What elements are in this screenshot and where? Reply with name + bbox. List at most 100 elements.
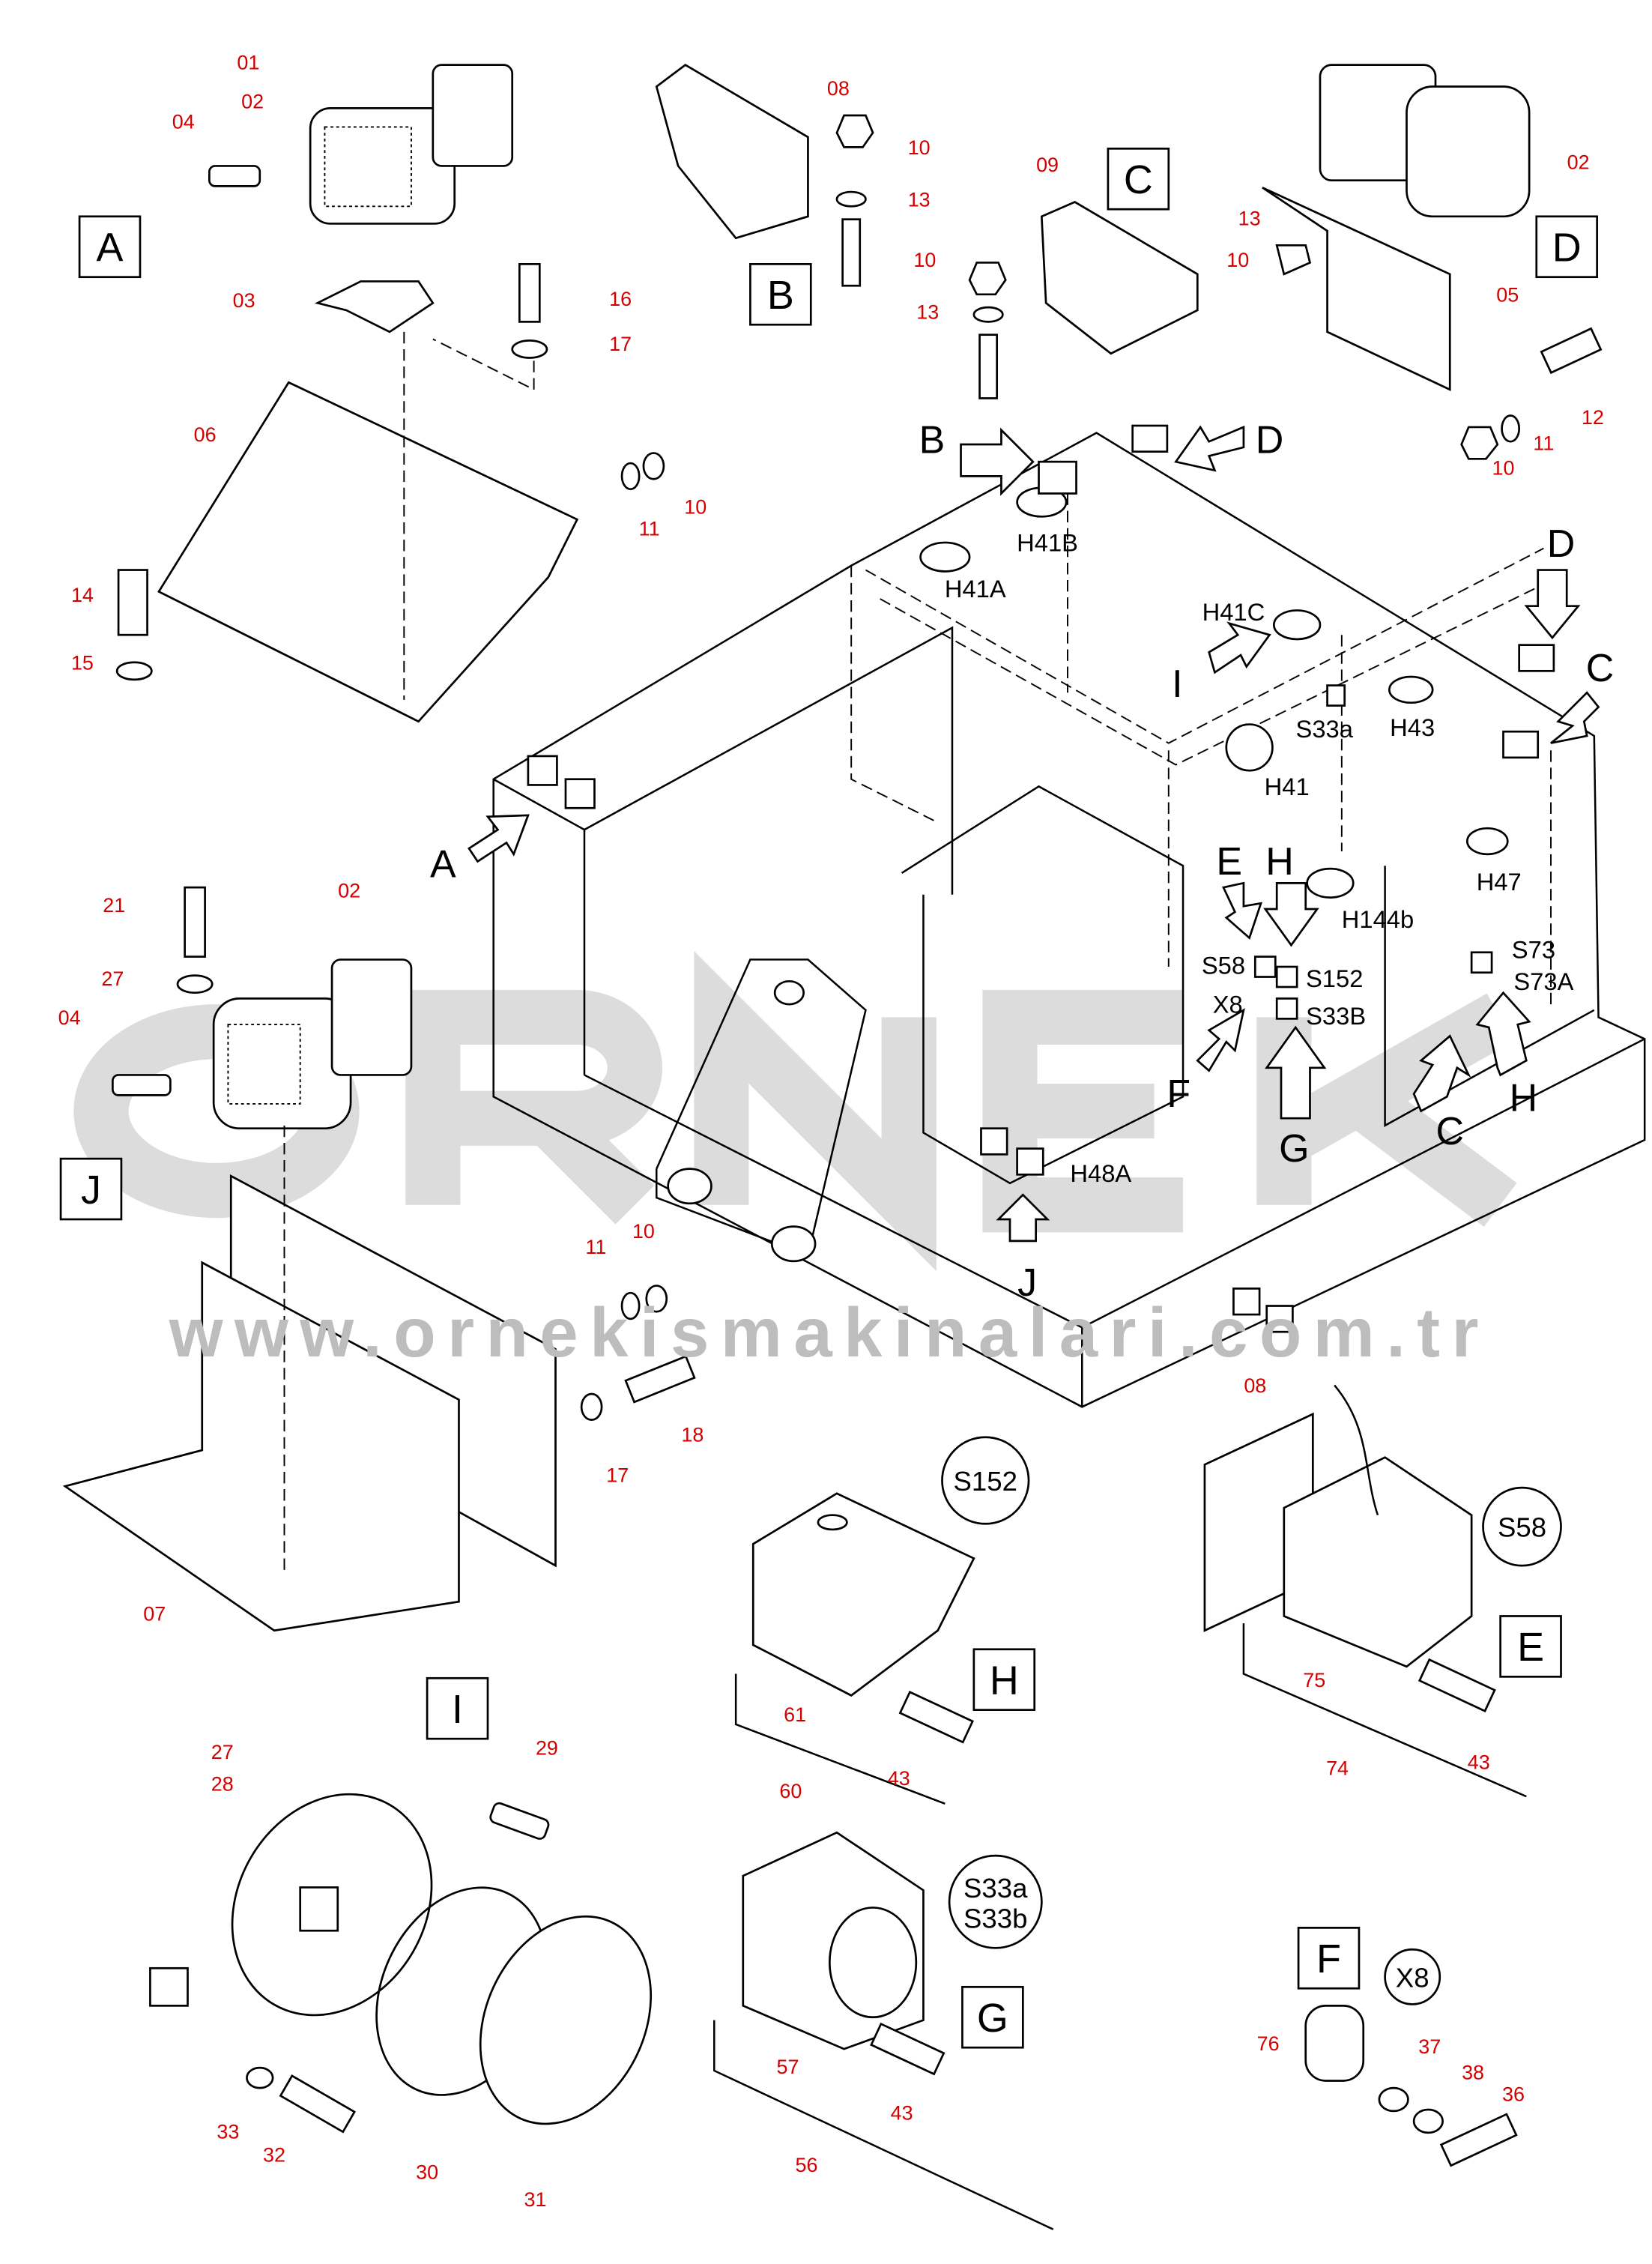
part-numbers-i: 27 28 29 33 32 30 31 bbox=[211, 1736, 558, 2211]
part-number: 43 bbox=[891, 2101, 913, 2124]
part-numbers-f: 76 37 38 36 bbox=[1257, 2032, 1525, 2105]
part-number: 74 bbox=[1326, 1757, 1349, 1779]
part-number: 32 bbox=[263, 2143, 285, 2166]
part-number: 04 bbox=[58, 1006, 81, 1029]
component-label: X8 bbox=[1213, 991, 1243, 1018]
part-number: 57 bbox=[776, 2056, 799, 2078]
component-label: H43 bbox=[1390, 713, 1435, 741]
part-number: 18 bbox=[681, 1424, 704, 1446]
part-number: 31 bbox=[524, 2188, 547, 2211]
part-number: 27 bbox=[101, 968, 124, 990]
main-arrow-letters: B D D C I A E H F G C H J bbox=[430, 419, 1614, 1305]
component-label: S73A bbox=[1513, 968, 1573, 995]
part-numbers-g: 57 43 56 bbox=[776, 2056, 913, 2176]
circle-s33a: S33a bbox=[963, 1873, 1028, 1904]
part-number: 06 bbox=[194, 423, 217, 446]
part-number: 10 bbox=[913, 249, 936, 271]
part-number: 15 bbox=[71, 651, 94, 674]
component-label: H41A bbox=[945, 575, 1006, 603]
main-component-labels: H41B H41A H41C S33a H43 H41 H47 H144b S5… bbox=[945, 529, 1574, 1187]
part-number: 17 bbox=[606, 1464, 629, 1486]
part-number: 30 bbox=[416, 2161, 438, 2183]
component-label: H41C bbox=[1202, 598, 1265, 626]
detail-box-e: E bbox=[1517, 1625, 1544, 1670]
part-number: 13 bbox=[908, 188, 931, 211]
detail-box-d: D bbox=[1552, 226, 1582, 271]
watermark-url: www.ornekismakinalari.com.tr bbox=[169, 1294, 1490, 1371]
part-numbers-h: 61 43 60 bbox=[779, 1703, 910, 1802]
part-number: 11 bbox=[639, 517, 660, 540]
detail-box-g: G bbox=[977, 1996, 1008, 2041]
arrow-label: E bbox=[1216, 840, 1242, 884]
part-number: 12 bbox=[1582, 406, 1604, 429]
circle-x8: X8 bbox=[1396, 1962, 1429, 1993]
detail-letter-boxes: A B C D J I H E G F bbox=[59, 147, 1598, 2049]
part-number: 10 bbox=[908, 136, 931, 159]
detail-b-bracket bbox=[655, 64, 874, 287]
detail-e-switch bbox=[1203, 1384, 1527, 1798]
machine-frame bbox=[468, 424, 1646, 1408]
part-numbers-d: 02 13 10 05 12 11 10 bbox=[1226, 151, 1604, 479]
part-numbers-j: 21 02 27 04 11 10 18 17 07 bbox=[58, 880, 704, 1625]
detail-a-lamp-assembly bbox=[115, 64, 665, 723]
part-number: 37 bbox=[1418, 2035, 1441, 2058]
arrow-label: H bbox=[1510, 1077, 1538, 1120]
part-number: 27 bbox=[211, 1741, 234, 1763]
detail-c-bracket bbox=[968, 201, 1199, 399]
part-number: 56 bbox=[796, 2154, 818, 2176]
part-number: 04 bbox=[172, 110, 195, 133]
part-number: 13 bbox=[1238, 207, 1261, 229]
component-label: H47 bbox=[1477, 868, 1522, 896]
part-numbers-b: 08 10 13 bbox=[827, 77, 931, 211]
part-number: 10 bbox=[632, 1220, 655, 1243]
arrow-label: C bbox=[1586, 647, 1615, 690]
detail-h-switch bbox=[734, 1492, 975, 1805]
part-number: 02 bbox=[241, 90, 264, 112]
component-label: S33a bbox=[1296, 715, 1354, 743]
part-number: 03 bbox=[233, 289, 255, 312]
component-label: S58 bbox=[1202, 952, 1245, 979]
part-number: 10 bbox=[1492, 456, 1515, 479]
arrow-label: G bbox=[1279, 1127, 1309, 1171]
part-number: 10 bbox=[684, 495, 707, 518]
part-number: 75 bbox=[1303, 1669, 1325, 1691]
part-number: 02 bbox=[1567, 151, 1590, 173]
part-number: 29 bbox=[536, 1736, 558, 1759]
part-number: 36 bbox=[1502, 2083, 1525, 2105]
arrow-label: C bbox=[1435, 1110, 1464, 1153]
part-number: 28 bbox=[211, 1772, 234, 1795]
part-number: 76 bbox=[1257, 2032, 1280, 2055]
part-number: 16 bbox=[609, 288, 632, 310]
detail-box-j: J bbox=[81, 1168, 101, 1213]
part-numbers-a: 01 02 04 03 16 17 06 11 10 14 15 bbox=[71, 51, 707, 674]
detail-box-b: B bbox=[767, 273, 794, 318]
arrow-label: A bbox=[430, 843, 456, 887]
component-circles: S152 S58 S33a S33b X8 bbox=[941, 1436, 1562, 2005]
part-number: 38 bbox=[1462, 2062, 1484, 2084]
arrow-label: J bbox=[1017, 1261, 1037, 1305]
part-number: 10 bbox=[1226, 249, 1249, 271]
part-number: 11 bbox=[585, 1236, 606, 1258]
circle-s152: S152 bbox=[954, 1466, 1017, 1497]
arrow-label: D bbox=[1256, 419, 1284, 462]
detail-box-a: A bbox=[97, 226, 124, 271]
part-number: 09 bbox=[1036, 154, 1059, 176]
detail-f-connector bbox=[1304, 2005, 1518, 2167]
detail-box-f: F bbox=[1316, 1937, 1341, 1981]
detail-g-switch bbox=[713, 1831, 1054, 2230]
part-number: 43 bbox=[888, 1767, 910, 1790]
arrow-label: I bbox=[1172, 662, 1182, 706]
part-number: 11 bbox=[1533, 432, 1554, 455]
component-label: S152 bbox=[1306, 965, 1363, 992]
component-label: H48A bbox=[1070, 1159, 1131, 1187]
part-number: 08 bbox=[1244, 1374, 1266, 1397]
part-number: 17 bbox=[609, 333, 632, 355]
component-label: H41 bbox=[1265, 773, 1310, 800]
part-number: 61 bbox=[784, 1703, 806, 1726]
detail-box-i: I bbox=[452, 1687, 463, 1732]
component-label: S73 bbox=[1512, 935, 1555, 963]
component-label: H144b bbox=[1342, 905, 1414, 933]
part-number: 43 bbox=[1468, 1751, 1490, 1774]
part-number: 14 bbox=[71, 584, 94, 606]
